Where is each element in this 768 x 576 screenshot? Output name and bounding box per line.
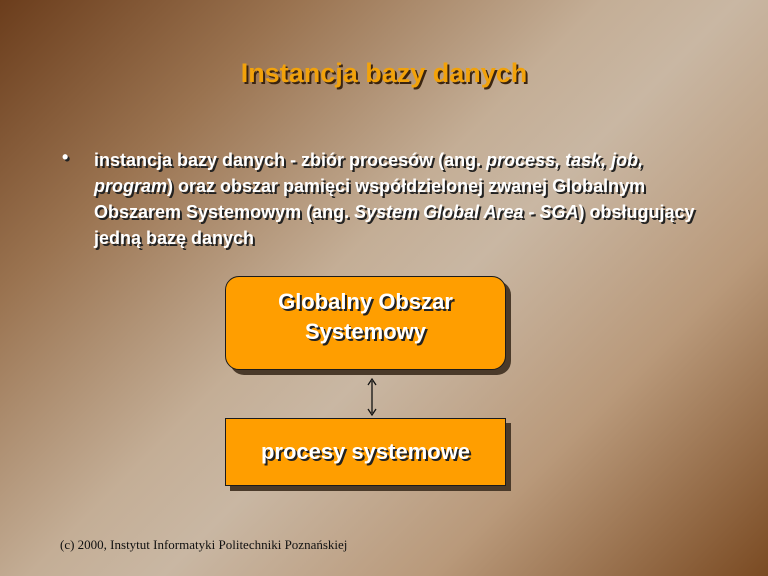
bullet-text-part: ) oraz obszar pamięci współdzielonej zwa… bbox=[94, 176, 646, 222]
bullet-text-part: ) obsługujący jedną bazę danych bbox=[94, 202, 695, 248]
slide-title: Instancja bazy danych bbox=[240, 58, 528, 88]
bullet-text-part-italic: System Global Area - SGA bbox=[354, 202, 579, 222]
sga-box-line1: Globalny Obszar bbox=[278, 289, 453, 314]
double-arrow-icon bbox=[367, 377, 377, 417]
bullet-text: instancja bazy danych - zbiór procesów (… bbox=[94, 147, 714, 251]
bullet-text-part: instancja bazy danych - zbiór procesów (… bbox=[94, 150, 487, 170]
sga-box: Globalny Obszar Systemowy bbox=[225, 276, 506, 370]
footer-copyright: (c) 2000, Instytut Informatyki Politechn… bbox=[60, 537, 348, 552]
process-box: procesy systemowe bbox=[225, 418, 506, 486]
bullet-text-part-italic: process, task, job, program bbox=[94, 150, 644, 196]
bullet-marker: • bbox=[62, 147, 69, 167]
process-box-label: procesy systemowe bbox=[260, 439, 471, 464]
sga-box-line2: Systemowy bbox=[304, 319, 427, 344]
